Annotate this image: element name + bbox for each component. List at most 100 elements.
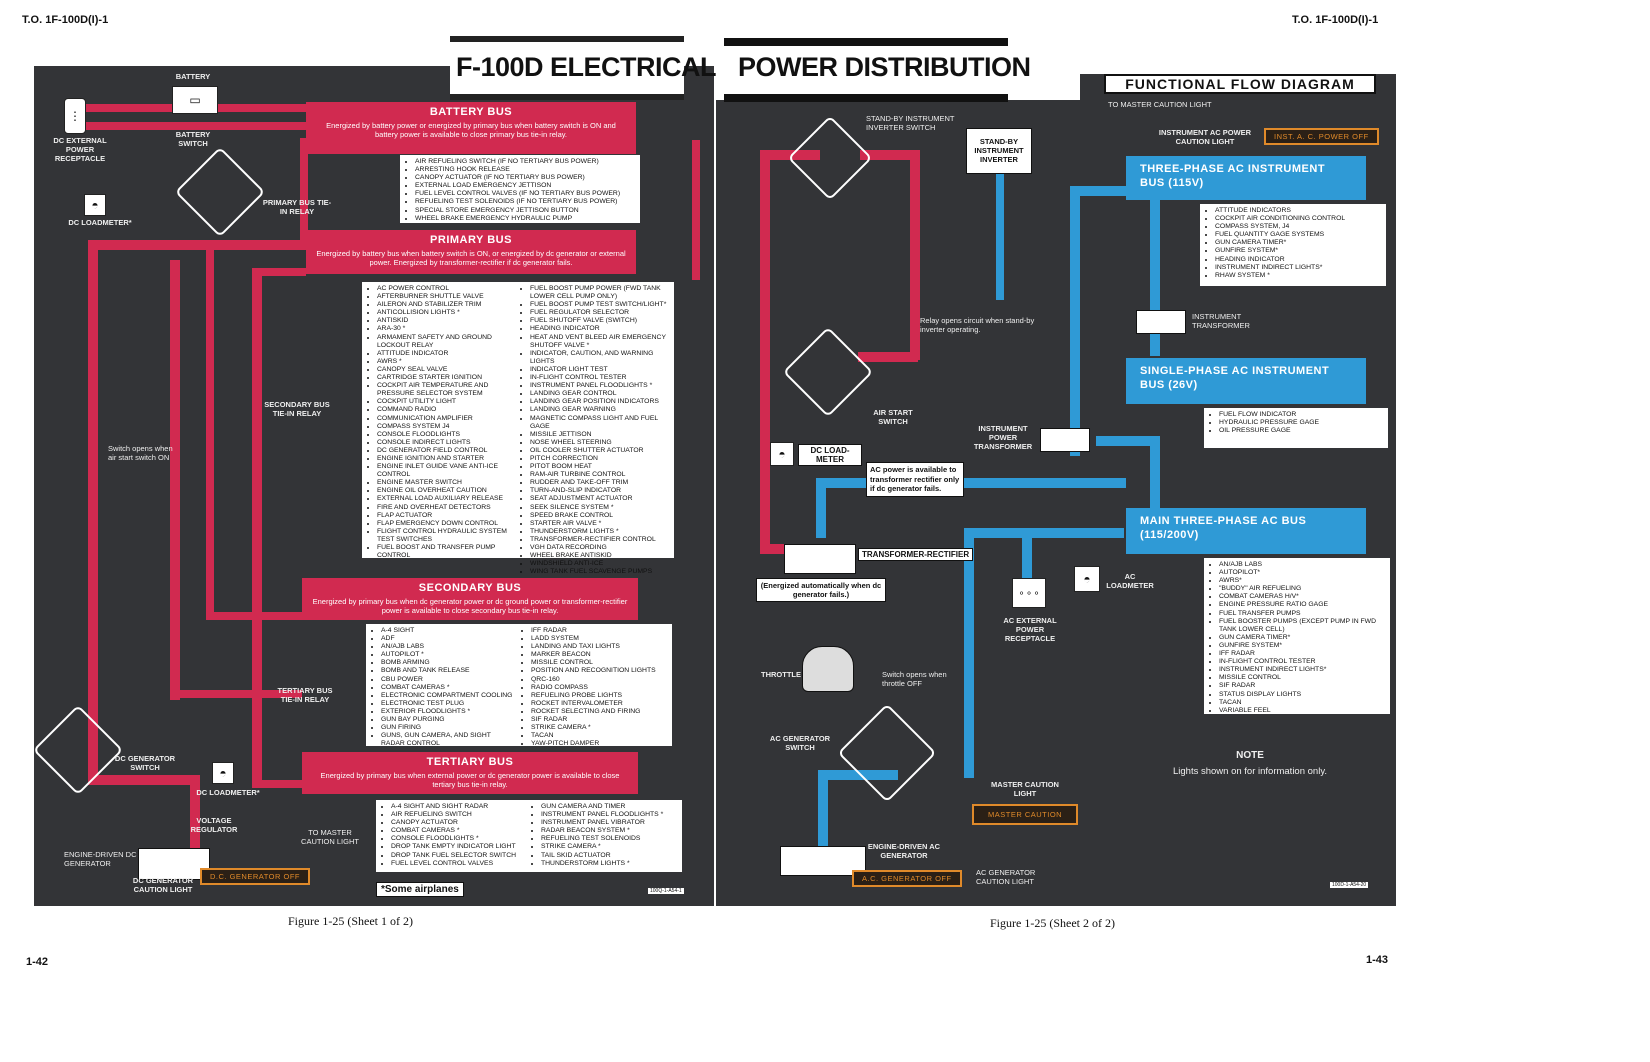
secondary-bus-desc: Energized by primary bus when dc generat… xyxy=(312,597,628,615)
list-item: Flight control hydraulic system test swi… xyxy=(377,528,515,544)
standby-inverter-box: STAND-BY INSTRUMENT INVERTER xyxy=(966,128,1032,174)
list-item: Gun camera timer* xyxy=(1219,634,1384,642)
list-item: Flap actuator xyxy=(377,512,515,520)
list-item: Fuel boost and transfer pump control xyxy=(377,544,515,560)
list-item: Afterburner shuttle valve xyxy=(377,293,515,301)
dc-gen-feed-wire xyxy=(88,240,98,780)
list-item: TACAN xyxy=(1219,699,1384,707)
list-item: Guns, gun camera, and sight radar contro… xyxy=(381,732,516,748)
list-item: Landing and taxi lights xyxy=(531,643,666,651)
energized-auto-note: (Energized automatically when dc generat… xyxy=(756,578,886,602)
page-number-left: 1-42 xyxy=(26,956,49,968)
list-item: Bomb and tank release xyxy=(381,667,516,675)
dc-ext-power-label: DC EXTERNAL POWER RECEPTACLE xyxy=(53,136,107,163)
list-item: Engine inlet guide vane anti-ice control xyxy=(377,463,515,479)
list-item: Fuel boost pump power (fwd tank lower ce… xyxy=(530,285,668,301)
inst-ac-power-off-light: INST. A. C. POWER OFF xyxy=(1264,128,1379,145)
switch-opens-throttle-note: Switch opens when throttle OFF xyxy=(882,670,947,688)
primary-bus-list: AC power controlAfterburner shuttle valv… xyxy=(362,282,674,575)
list-item: Seek silence system * xyxy=(530,504,668,512)
list-item: Arresting hook release xyxy=(415,166,634,174)
list-item: Canopy seal valve xyxy=(377,366,515,374)
list-item: Variable feel xyxy=(1219,707,1384,715)
list-item: Rocket intervalometer xyxy=(531,700,666,708)
list-item: Missile control xyxy=(1219,674,1384,682)
code-right: 100D-1-A54-20 xyxy=(1330,882,1369,888)
dc-gen-caution-label: DC GENERATOR CAUTION LIGHT xyxy=(132,876,194,894)
ac-power-note: AC power is available to transformer rec… xyxy=(866,462,964,497)
list-item: Gun camera timer* xyxy=(1215,239,1380,247)
list-item: Drop tank fuel selector switch xyxy=(391,852,526,860)
list-item: A-4 sight xyxy=(381,627,516,635)
main-three-phase-ac-bus: MAIN THREE-PHASE AC BUS (115/200V) xyxy=(1126,508,1366,554)
list-item: Attitude indicator xyxy=(377,350,515,358)
dc-loadmeter-right-label: DC LOAD-METER xyxy=(798,444,862,466)
list-item: Marker beacon xyxy=(531,651,666,659)
list-item: Compass system, J4 xyxy=(1215,223,1380,231)
list-item: Air refueling switch xyxy=(391,811,526,819)
title-left: F-100D ELECTRICAL xyxy=(456,52,717,82)
main-ac-bus-list: AN/AJB labsAutopilot*AWRS*"Buddy" air re… xyxy=(1204,558,1390,714)
list-item: Wheel brake antiskid xyxy=(530,552,668,560)
list-item: Electronic compartment cooling xyxy=(381,692,516,700)
dc-loadmeter-top-label: DC LOADMETER* xyxy=(68,218,132,227)
list-item: External load emergency jettison xyxy=(415,182,634,190)
tertiary-bus-list: A-4 sight and sight radarAir refueling s… xyxy=(376,800,682,872)
list-item: AN/AJB labs xyxy=(381,643,516,651)
primary-tie-label: PRIMARY BUS TIE-IN RELAY xyxy=(262,198,332,216)
list-item: Radar beacon system * xyxy=(541,827,676,835)
primary-bus-title: PRIMARY BUS xyxy=(430,234,512,246)
list-item: Indicator, caution, and warning lights xyxy=(530,350,668,366)
relay-opens-note: Relay opens circuit when stand-by invert… xyxy=(920,316,1035,334)
list-item: QRC-160 xyxy=(531,676,666,684)
list-item: Exterior floodlights * xyxy=(381,708,516,716)
list-item: Fuel regulator selector xyxy=(530,309,668,317)
list-item: Gun firing xyxy=(381,724,516,732)
battery-bus-list: Air refueling switch (if no tertiary bus… xyxy=(400,155,640,223)
list-item: Instrument panel floodlights * xyxy=(530,382,668,390)
ac-loadmeter-label: AC LOADMETER xyxy=(1106,572,1154,590)
list-item: Speed brake control xyxy=(530,512,668,520)
list-item: Combat cameras * xyxy=(391,827,526,835)
secondary-bus-title: SECONDARY BUS xyxy=(418,582,522,594)
ac-loadmeter-icon: ◓ xyxy=(1074,566,1100,592)
list-item: Heading indicator xyxy=(1215,256,1380,264)
list-item: Oil pressure gage xyxy=(1219,427,1382,435)
engine-ac-gen-label: ENGINE-DRIVEN AC GENERATOR xyxy=(867,842,941,860)
three-phase-inst-list: Attitude indicatorsCockpit air condition… xyxy=(1200,204,1386,286)
list-item: IFF radar xyxy=(531,627,666,635)
list-item: Cockpit utility light xyxy=(377,398,515,406)
list-item: Aileron and stabilizer trim xyxy=(377,301,515,309)
list-item: Engine master switch xyxy=(377,479,515,487)
list-item: Air refueling switch (if no tertiary bus… xyxy=(415,158,634,166)
tech-order-right: T.O. 1F-100D(I)-1 xyxy=(1292,14,1379,26)
list-item: Rocket selecting and firing xyxy=(531,708,666,716)
to-master-caution-left: TO MASTER CAUTION LIGHT xyxy=(301,828,359,846)
list-item: ARA-30 * xyxy=(377,325,515,333)
ac-receptacle-icon: ⚬⚬⚬ xyxy=(1012,578,1046,608)
list-item: Indicator light test xyxy=(530,366,668,374)
transformer-rectifier-label: TRANSFORMER-RECTIFIER xyxy=(858,548,974,561)
battery-icon: ▭ xyxy=(172,86,218,114)
list-item: Pitch correction xyxy=(530,455,668,463)
to-master-caution-right: TO MASTER CAUTION LIGHT xyxy=(1108,100,1212,109)
list-item: Drop tank empty indicator light xyxy=(391,843,526,851)
list-item: Special store emergency jettison button xyxy=(415,207,634,215)
list-item: IFF radar xyxy=(1219,650,1384,658)
list-item: Combat cameras H/V* xyxy=(1219,593,1384,601)
voltage-regulator-label: VOLTAGE REGULATOR xyxy=(190,816,238,834)
list-item: Thunderstorm lights * xyxy=(541,860,676,868)
dc-loadmeter-right-icon: ◓ xyxy=(770,442,794,466)
list-item: Anticollision lights * xyxy=(377,309,515,317)
throttle-icon[interactable] xyxy=(802,646,854,692)
list-item: Rudder and take-off trim xyxy=(530,479,668,487)
list-item: Armament safety and ground lockout relay xyxy=(377,334,515,350)
list-item: Landing gear control xyxy=(530,390,668,398)
standby-switch-label: STAND-BY INSTRUMENT INVERTER SWITCH xyxy=(866,114,955,132)
list-item: Fuel boost pump test switch/light* xyxy=(530,301,668,309)
instrument-transformer-icon xyxy=(1136,310,1186,334)
list-item: Electronic test plug xyxy=(381,700,516,708)
list-item: Heading indicator xyxy=(530,325,668,333)
instrument-power-transformer-icon xyxy=(1040,428,1090,452)
list-item: Flap emergency down control xyxy=(377,520,515,528)
